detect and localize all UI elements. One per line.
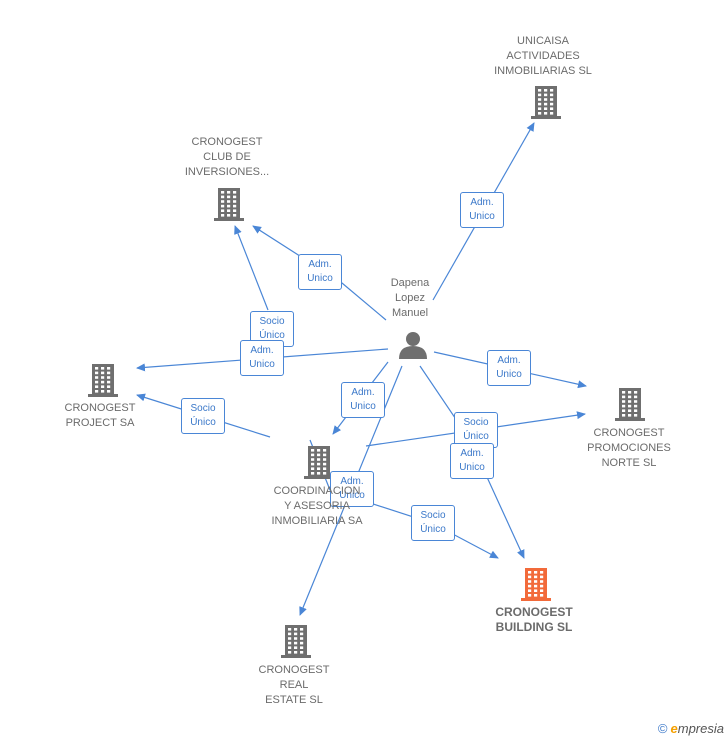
edge-label-e8[interactable]: Socio Único xyxy=(454,412,498,448)
building-icon-realestate[interactable] xyxy=(281,625,311,658)
edge-label-e4[interactable]: Adm. Unico xyxy=(240,340,284,376)
edge-label-e7[interactable]: Adm. Unico xyxy=(341,382,385,418)
node-label-club[interactable]: CRONOGEST CLUB DE INVERSIONES... xyxy=(184,135,270,178)
brand-initial: e xyxy=(670,721,678,736)
node-label-coordinacion[interactable]: COORDINACION Y ASESORIA INMOBILIARIA SA xyxy=(271,484,363,527)
node-label-unicaisa[interactable]: UNICAISA ACTIVIDADES INMOBILIARIAS SL xyxy=(494,34,592,77)
edge-label-e11[interactable]: Socio Único xyxy=(411,505,455,541)
edge-label-e10[interactable]: Adm. Unico xyxy=(330,471,374,507)
edge-label-e5[interactable]: Socio Único xyxy=(181,398,225,434)
node-label-realestate[interactable]: CRONOGEST REAL ESTATE SL xyxy=(258,663,330,706)
building-icon-coordinacion[interactable] xyxy=(304,446,334,479)
building-icon-promociones[interactable] xyxy=(615,388,645,421)
person-icon-person[interactable] xyxy=(399,332,427,359)
building-icon-unicaisa[interactable] xyxy=(531,86,561,119)
copyright-symbol: © xyxy=(657,721,668,736)
node-label-project[interactable]: CRONOGEST PROJECT SA xyxy=(64,402,136,429)
building-icon-club[interactable] xyxy=(214,188,244,221)
brand-name: mpresia xyxy=(677,721,724,736)
edge-label-e1[interactable]: Adm. Unico xyxy=(460,192,504,228)
edge-label-e6[interactable]: Adm. Unico xyxy=(487,350,531,386)
footer-brand: ©empresia xyxy=(658,721,724,736)
building-icon-building[interactable] xyxy=(521,568,551,601)
node-label-person[interactable]: Dapena Lopez Manuel xyxy=(390,276,430,319)
edge-line-e3 xyxy=(234,225,269,311)
edge-label-e9[interactable]: Adm. Unico xyxy=(450,443,494,479)
edge-line-e2 xyxy=(252,225,387,321)
building-icon-project[interactable] xyxy=(88,364,118,397)
node-label-promociones[interactable]: CRONOGEST PROMOCIONES NORTE SL xyxy=(587,426,671,469)
edge-label-e2[interactable]: Adm. Unico xyxy=(298,254,342,290)
node-label-building[interactable]: CRONOGEST BUILDING SL xyxy=(495,605,573,634)
node-icons xyxy=(88,86,645,658)
